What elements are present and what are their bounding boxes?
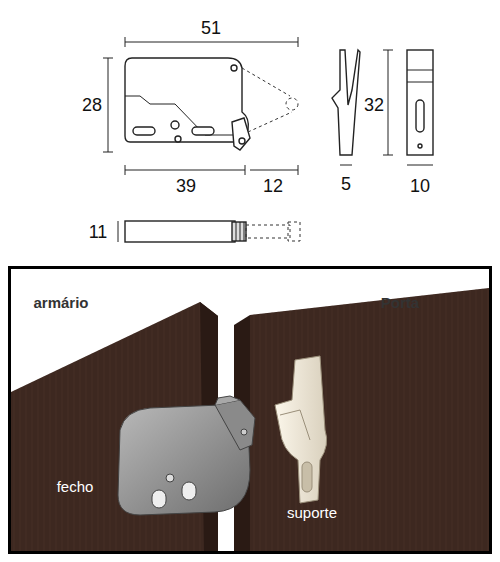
part-label: Porta <box>379 294 421 311</box>
part-label: fecho <box>55 478 96 495</box>
dimension-label: 28 <box>80 95 104 115</box>
part-label: armário <box>31 294 90 311</box>
dimension-label: 32 <box>362 95 386 115</box>
dimension-label: 12 <box>261 176 285 196</box>
part-label: suporte <box>285 504 339 521</box>
dimension-label: 10 <box>408 176 432 196</box>
dimension-label: 39 <box>174 176 198 196</box>
dimension-label: 51 <box>199 18 223 38</box>
dimension-label: 11 <box>87 222 110 242</box>
dimension-label: 5 <box>339 174 353 194</box>
